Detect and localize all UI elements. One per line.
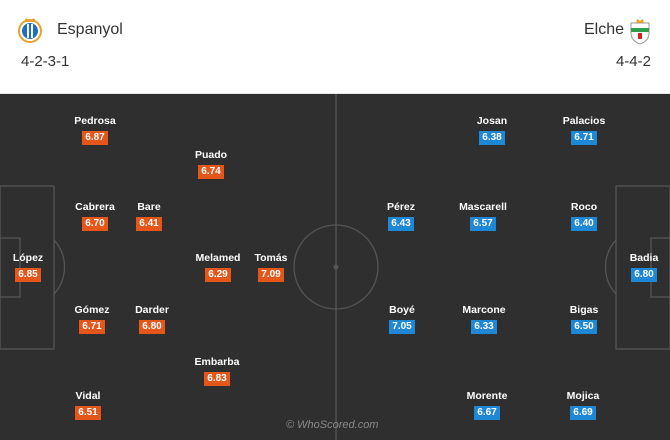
player-rating: 6.85: [15, 268, 41, 282]
player-rating: 6.51: [75, 406, 101, 420]
elche-crest-icon: [630, 19, 650, 45]
away-player[interactable]: Marcone 6.33: [449, 304, 519, 334]
player-rating: 6.80: [631, 268, 657, 282]
player-name: López: [12, 252, 44, 264]
player-name: Pedrosa: [74, 115, 116, 127]
home-player[interactable]: Gómez 6.71: [57, 304, 127, 334]
home-player[interactable]: López 6.85: [0, 252, 63, 282]
player-name: Embarba: [194, 356, 240, 368]
home-player[interactable]: Bare 6.41: [114, 201, 184, 231]
player-rating: 6.40: [571, 217, 597, 231]
home-player[interactable]: Melamed 6.29: [183, 252, 253, 282]
away-player[interactable]: Mojica 6.69: [548, 390, 618, 420]
home-player[interactable]: Darder 6.80: [117, 304, 187, 334]
away-player[interactable]: Boyé 7.05: [367, 304, 437, 334]
player-name: Boyé: [389, 304, 415, 316]
away-player[interactable]: Mascarell 6.57: [448, 201, 518, 231]
player-rating: 6.80: [139, 320, 165, 334]
player-rating: 7.09: [258, 268, 284, 282]
player-rating: 6.50: [571, 320, 597, 334]
whoscored-watermark: © WhoScored.com: [286, 419, 379, 431]
player-name: Melamed: [195, 252, 241, 264]
player-name: Badia: [629, 252, 659, 264]
player-rating: 6.38: [479, 131, 505, 145]
player-name: Gómez: [74, 304, 110, 316]
player-name: Morente: [466, 390, 508, 402]
player-rating: 6.33: [471, 320, 497, 334]
player-name: Josan: [476, 115, 508, 127]
player-rating: 6.67: [474, 406, 500, 420]
away-team-name[interactable]: Elche: [583, 21, 624, 38]
player-name: Puado: [194, 149, 228, 161]
player-rating: 6.43: [388, 217, 414, 231]
player-rating: 6.69: [570, 406, 596, 420]
pitch: López 6.85 Pedrosa 6.87 Cabrera 6.70 Góm…: [0, 94, 670, 440]
away-player[interactable]: Badia 6.80: [609, 252, 670, 282]
player-rating: 6.71: [571, 131, 597, 145]
player-rating: 6.57: [470, 217, 496, 231]
away-formation: 4-4-2: [615, 53, 651, 70]
away-player[interactable]: Pérez 6.43: [366, 201, 436, 231]
player-name: Vidal: [75, 390, 101, 402]
player-name: Tomás: [254, 252, 288, 264]
player-name: Palacios: [562, 115, 606, 127]
player-name: Mojica: [566, 390, 600, 402]
player-rating: 6.71: [79, 320, 105, 334]
player-name: Pérez: [386, 201, 416, 213]
player-name: Bare: [137, 201, 161, 213]
player-rating: 6.41: [136, 217, 162, 231]
player-rating: 6.74: [198, 165, 224, 179]
home-team-name[interactable]: Espanyol: [57, 21, 123, 38]
player-rating: 6.29: [205, 268, 231, 282]
espanyol-crest-icon: [18, 18, 42, 43]
home-player[interactable]: Pedrosa 6.87: [60, 115, 130, 145]
player-name: Bigas: [569, 304, 599, 316]
match-header: Espanyol 4-2-3-1 Elche 4-4-2: [0, 0, 670, 94]
player-rating: 7.05: [389, 320, 415, 334]
home-player[interactable]: Embarba 6.83: [182, 356, 252, 386]
player-name: Roco: [570, 201, 598, 213]
player-name: Darder: [135, 304, 169, 316]
away-player[interactable]: Bigas 6.50: [549, 304, 619, 334]
away-player[interactable]: Morente 6.67: [452, 390, 522, 420]
away-player[interactable]: Palacios 6.71: [549, 115, 619, 145]
player-name: Mascarell: [459, 201, 507, 213]
away-player[interactable]: Roco 6.40: [549, 201, 619, 231]
player-name: Marcone: [462, 304, 506, 316]
home-player[interactable]: Puado 6.74: [176, 149, 246, 179]
player-name: Cabrera: [75, 201, 115, 213]
away-player[interactable]: Josan 6.38: [457, 115, 527, 145]
home-formation: 4-2-3-1: [21, 53, 70, 70]
home-player[interactable]: Vidal 6.51: [53, 390, 123, 420]
player-rating: 6.70: [82, 217, 108, 231]
player-rating: 6.87: [82, 131, 108, 145]
home-player[interactable]: Tomás 7.09: [236, 252, 306, 282]
pitch-markings: [0, 94, 670, 440]
player-rating: 6.83: [204, 372, 230, 386]
home-player[interactable]: Cabrera 6.70: [60, 201, 130, 231]
